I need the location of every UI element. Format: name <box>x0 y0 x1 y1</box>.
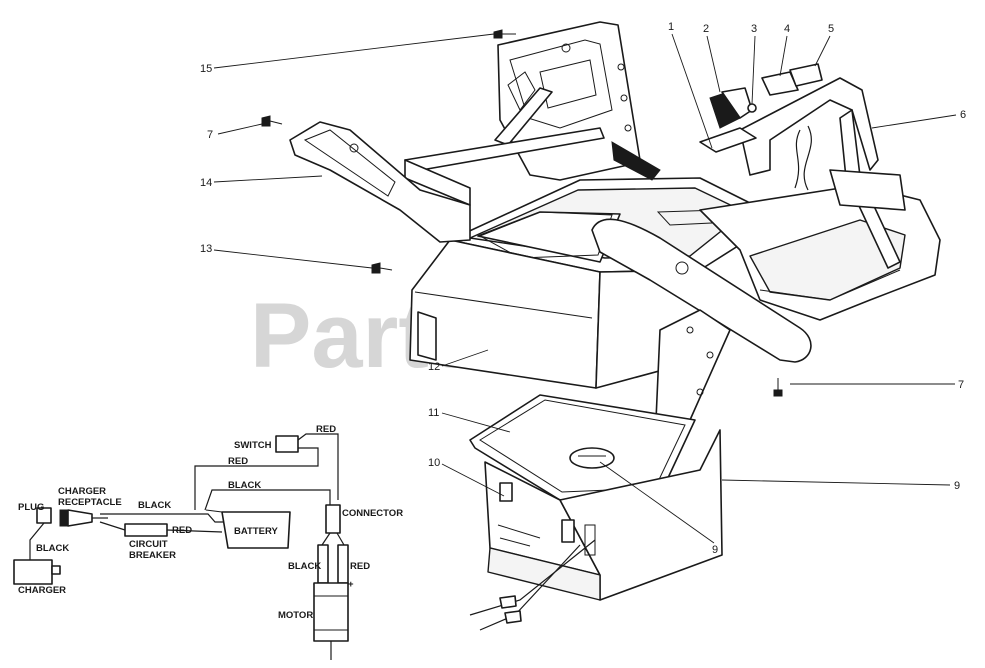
callout-5: 5 <box>814 23 834 67</box>
callout-7-right: 7 <box>790 379 964 391</box>
callout-9-bottom: 9 <box>599 461 718 556</box>
svg-text:13: 13 <box>200 243 212 255</box>
svg-text:12: 12 <box>428 361 440 373</box>
svg-text:10: 10 <box>428 457 440 469</box>
side-bracket <box>417 311 437 361</box>
svg-text:15: 15 <box>200 63 212 75</box>
battery-cover-label <box>569 447 615 469</box>
switch-plate <box>699 127 757 153</box>
callout-3: 3 <box>751 23 757 105</box>
battery-connector-wire-label: BLACK <box>228 480 261 491</box>
circuit-breaker-label-2: BREAKER <box>129 550 176 561</box>
callout-4: 4 <box>779 23 790 77</box>
switch-label: SWITCH <box>234 440 272 451</box>
svg-text:11: 11 <box>428 407 439 419</box>
plug-charger-wire-label: BLACK <box>36 543 69 554</box>
connector-label: CONNECTOR <box>342 508 403 519</box>
svg-text:9: 9 <box>712 544 718 556</box>
callout-2: 2 <box>703 23 721 93</box>
charger-icon <box>13 559 61 585</box>
seat-handle-frame <box>739 77 906 269</box>
motor-left-wire-label: BLACK <box>288 561 321 572</box>
svg-text:7: 7 <box>207 129 213 141</box>
callout-6: 6 <box>871 109 966 129</box>
svg-text:9: 9 <box>954 480 960 492</box>
charger-receptacle-icon <box>59 509 108 527</box>
rear-support-frame <box>404 87 605 206</box>
breaker-battery-wire-label: RED <box>172 525 192 536</box>
svg-text:14: 14 <box>200 177 212 189</box>
svg-text:6: 6 <box>960 109 966 121</box>
svg-text:3: 3 <box>751 23 757 35</box>
callout-13: 13 <box>200 243 373 269</box>
motor-right-wire-label: RED <box>350 561 370 572</box>
callout-11: 11 <box>428 407 511 433</box>
callout-7-left: 7 <box>207 123 263 141</box>
screw-right-7 <box>773 378 783 397</box>
motor-icon <box>313 582 349 660</box>
battery-icon <box>205 509 291 549</box>
switch-icon <box>275 435 299 453</box>
charger-receptacle-label-1: CHARGER <box>58 486 106 497</box>
svg-text:2: 2 <box>703 23 709 35</box>
callout-9-right: 9 <box>721 479 960 492</box>
callout-15: 15 <box>200 33 495 75</box>
plug-icon <box>29 507 52 560</box>
svg-text:1: 1 <box>668 21 674 33</box>
svg-text:7: 7 <box>958 379 964 391</box>
svg-text:5: 5 <box>828 23 834 35</box>
battery-box <box>469 429 723 631</box>
callout-10: 10 <box>428 457 505 497</box>
motor-plus-label: + <box>348 579 354 590</box>
circuit-breaker-icon <box>124 523 223 537</box>
callout-1: 1 <box>668 21 713 149</box>
seat-foam-strip <box>611 141 661 181</box>
charger-label: CHARGER <box>18 585 66 596</box>
svg-text:4: 4 <box>784 23 790 35</box>
battery-switch-wire-label: RED <box>228 456 248 467</box>
motor-label: MOTOR <box>278 610 313 621</box>
callout-12: 12 <box>428 349 489 373</box>
charger-receptacle-label-2: RECEPTACLE <box>58 497 122 508</box>
front-handle-bar <box>591 218 812 421</box>
screw-top-15 <box>493 29 516 39</box>
switch-assembly <box>699 63 823 153</box>
screw-13 <box>371 262 393 274</box>
plug-label: PLUG <box>18 502 44 513</box>
battery-terminal-left <box>499 482 513 502</box>
screw-left-7 <box>261 115 283 127</box>
switch-clip <box>789 63 823 87</box>
arm-rest <box>289 121 471 243</box>
battery-terminal-right <box>561 519 575 543</box>
switch-connector-wire-label: RED <box>316 424 336 435</box>
switch-nut <box>747 103 757 113</box>
connector-icon <box>321 504 345 546</box>
callout-14: 14 <box>200 175 323 189</box>
circuit-breaker-label-1: CIRCUIT <box>129 539 168 550</box>
receptacle-battery-wire-label: BLACK <box>138 500 171 511</box>
wiring-schematic: PLUG CHARGER BLACK CHARGER RECEPTACLE BL… <box>13 424 403 660</box>
battery-label: BATTERY <box>234 526 278 537</box>
